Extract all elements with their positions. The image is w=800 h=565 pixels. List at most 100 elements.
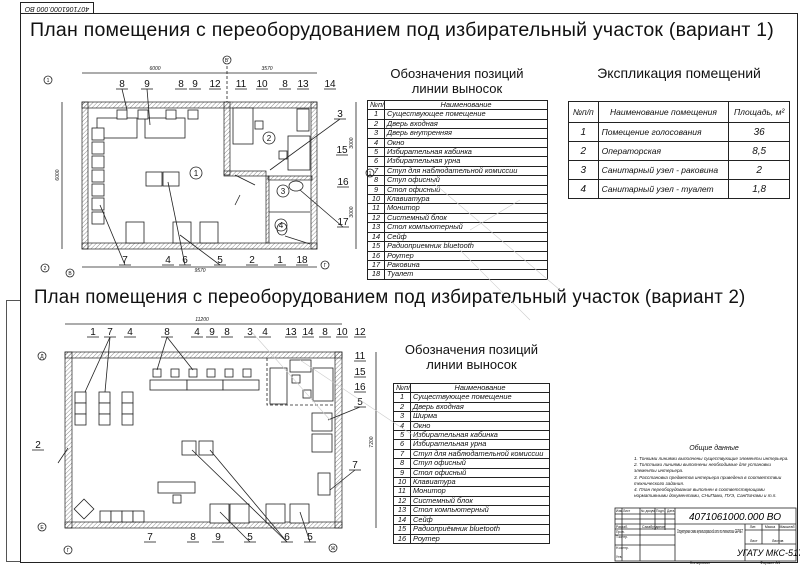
leader-line bbox=[146, 88, 151, 126]
office-desk bbox=[149, 379, 188, 391]
explication-cell: 1,8 bbox=[728, 179, 790, 199]
callout-label: 14 bbox=[302, 327, 314, 338]
note-line: элементы интерьера. bbox=[634, 468, 684, 474]
callout-label: 5 bbox=[307, 532, 313, 543]
watermark bbox=[249, 179, 561, 441]
title-block-sheets: Листов bbox=[772, 539, 784, 543]
computer-desk bbox=[312, 367, 334, 402]
room-number: 3 bbox=[281, 187, 286, 196]
callout-label: 10 bbox=[256, 79, 268, 90]
door-swing-icon bbox=[284, 235, 311, 245]
explication-title: Экспликация помещений bbox=[597, 65, 761, 81]
callout-label: 8 bbox=[224, 327, 230, 338]
leader-line bbox=[167, 181, 186, 266]
axis-label: 2 bbox=[44, 266, 47, 272]
title-block-role: Разраб. bbox=[616, 525, 628, 529]
office-chair bbox=[278, 150, 288, 160]
commission-chair bbox=[98, 402, 111, 415]
dimension-label: 3000 bbox=[349, 137, 355, 148]
variant1-legend-title: Обозначения позиций линии выносок bbox=[367, 66, 547, 96]
axis-label: Г bbox=[67, 548, 70, 554]
commission-chair bbox=[121, 510, 134, 523]
callout-label: 2 bbox=[35, 440, 41, 451]
callout-label: 4 bbox=[127, 327, 133, 338]
callout-label: 8 bbox=[282, 79, 288, 90]
title-block-lit: Лит. bbox=[750, 525, 756, 529]
commission-chair bbox=[98, 391, 111, 404]
commission-chair bbox=[74, 402, 87, 415]
callout-label: 1 bbox=[277, 255, 283, 266]
commission-chair bbox=[91, 211, 105, 225]
callout-label: 8 bbox=[178, 79, 184, 90]
legend-title-line: Обозначения позиций bbox=[404, 342, 539, 357]
commission-chair bbox=[110, 510, 123, 523]
callout-label: 7 bbox=[122, 255, 128, 266]
axis-label: Е bbox=[40, 525, 44, 531]
axis-label: В bbox=[68, 271, 72, 277]
legend-header-name: Наименование bbox=[410, 382, 550, 394]
wall bbox=[81, 101, 89, 250]
leader-line bbox=[166, 336, 194, 371]
office-chair bbox=[254, 120, 264, 130]
title-block-role: Лист bbox=[623, 509, 631, 513]
title-block-role: Пров. bbox=[616, 530, 625, 534]
office-chair bbox=[172, 494, 182, 504]
legend-name: Туалет bbox=[384, 269, 548, 280]
ballot-box bbox=[198, 440, 214, 456]
room-number-circle bbox=[189, 166, 203, 180]
screen-partition bbox=[266, 358, 335, 406]
wall bbox=[310, 101, 318, 250]
callout-label: 9 bbox=[215, 532, 221, 543]
leader-line bbox=[299, 189, 344, 228]
leader-line bbox=[209, 449, 288, 543]
callout-label: 9 bbox=[209, 327, 215, 338]
room-number: 2 bbox=[267, 134, 272, 143]
axis-marker bbox=[37, 351, 47, 361]
leader-line bbox=[329, 469, 356, 491]
wall bbox=[223, 170, 267, 177]
callout-label: 1 bbox=[90, 327, 96, 338]
leader-line bbox=[191, 449, 288, 543]
note-line: 2. Толстыми линиями выполнены необходимы… bbox=[634, 462, 771, 468]
variant2-legend-title: Обозначения позиций линии выносок bbox=[393, 342, 550, 372]
explication-cell: 4 bbox=[568, 179, 599, 199]
callout-label: 12 bbox=[209, 79, 221, 90]
leader-line bbox=[179, 234, 221, 266]
computer-desk bbox=[287, 135, 311, 171]
commission-chair bbox=[74, 413, 87, 426]
voting-booth bbox=[265, 503, 286, 524]
callout-label: 15 bbox=[336, 145, 348, 156]
callout-label: 6 bbox=[284, 532, 290, 543]
legend-name: Роутер bbox=[410, 533, 550, 544]
commission-chair bbox=[317, 472, 331, 496]
wall bbox=[334, 351, 343, 529]
computer-desk bbox=[269, 367, 288, 405]
title-block-org: УГАТУ МКС-517 bbox=[736, 548, 800, 558]
callout-label: 13 bbox=[297, 79, 309, 90]
office-chair bbox=[188, 368, 198, 378]
wall bbox=[64, 351, 73, 529]
safe bbox=[296, 108, 310, 132]
title-block-role: Т.контр. bbox=[616, 535, 628, 539]
commission-chair bbox=[121, 391, 134, 404]
commission-chair bbox=[91, 169, 105, 183]
leader-line bbox=[104, 336, 111, 393]
dimension-label: 9570 bbox=[194, 268, 205, 274]
axis-marker bbox=[320, 260, 330, 270]
commission-chair bbox=[98, 413, 111, 426]
format-label: Формат А1 bbox=[760, 560, 781, 565]
leader-line bbox=[219, 511, 251, 543]
callout-label: 4 bbox=[165, 255, 171, 266]
legend-name: Радиоприемник bluetooth bbox=[384, 241, 548, 252]
legend-name: Стул для наблюдательной комиссии bbox=[384, 165, 548, 177]
office-chair bbox=[165, 109, 177, 120]
note-line: нормативными документами, СНиПами, ПУЭ, … bbox=[634, 493, 777, 499]
